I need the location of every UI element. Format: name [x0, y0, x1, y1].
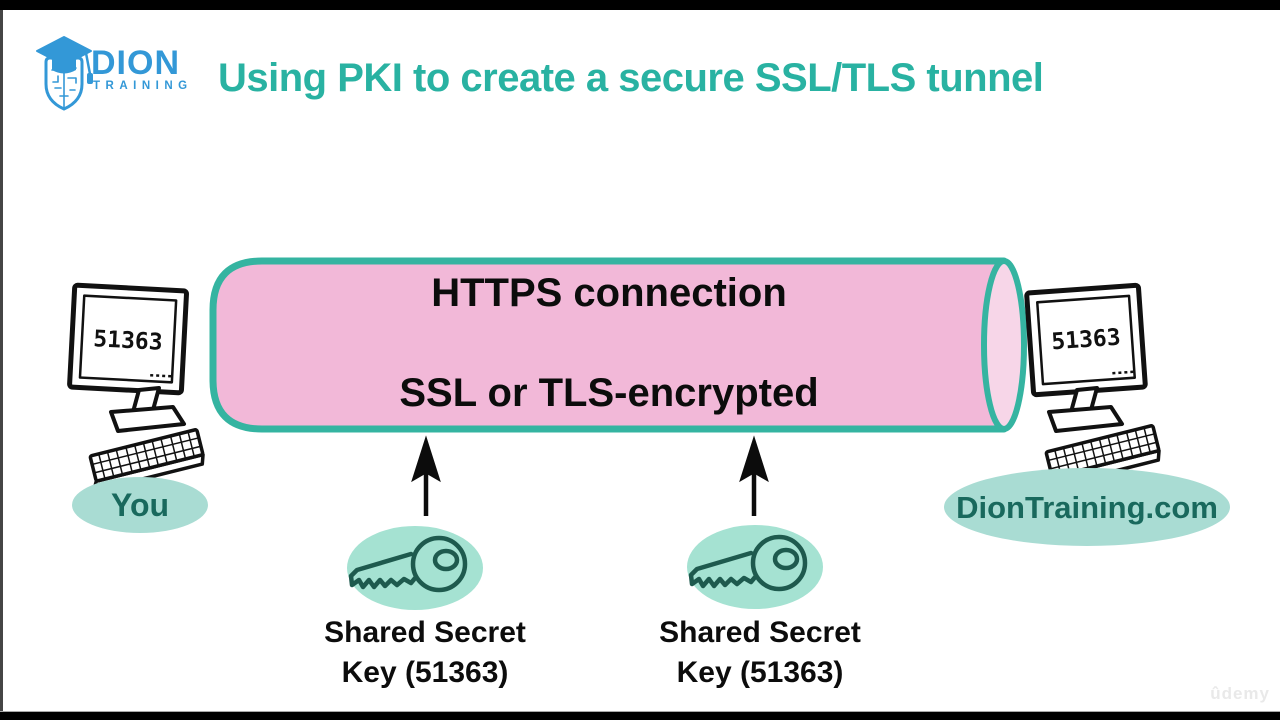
server-computer-icon [1024, 282, 1161, 489]
client-label-ellipse [72, 477, 208, 533]
brand-name: DION [91, 44, 180, 82]
right-up-arrow-icon [739, 435, 769, 516]
client-monitor-icon [67, 282, 189, 396]
page-title: Using PKI to create a secure SSL/TLS tun… [218, 56, 1044, 100]
tunnel-label-https: HTTPS connection [431, 271, 787, 315]
server-label-ellipse [944, 468, 1230, 546]
left-edge-strip [0, 0, 3, 720]
left-key-caption-line1: Shared Secret [324, 616, 526, 649]
tunnel-label-ssl: SSL or TLS-encrypted [399, 371, 819, 415]
graduation-cap-icon [36, 36, 93, 84]
udemy-watermark: ûdemy [1210, 684, 1270, 703]
left-key-caption-line2: Key (51363) [341, 656, 509, 689]
client-computer-icon [67, 282, 205, 493]
tunnel-end-cap [981, 258, 1027, 432]
tunnel-body [209, 257, 1008, 433]
client-label: You [110, 487, 170, 523]
top-letterbox-bar [0, 0, 1280, 10]
bottom-letterbox-bar [0, 711, 1280, 720]
server-label: DionTraining.com [956, 490, 1218, 525]
left-key-caption: Shared Secret Key (51363) [295, 613, 555, 693]
right-key-caption-line2: Key (51363) [676, 656, 844, 689]
left-up-arrow-icon [411, 435, 441, 516]
right-key-caption-line1: Shared Secret [659, 616, 861, 649]
left-key-icon [347, 526, 483, 610]
brand-tagline: TRAINING [93, 80, 193, 92]
brand-logo [36, 36, 93, 111]
client-monitor-base [109, 405, 186, 433]
server-monitor-base [1047, 405, 1124, 433]
client-screen-value: 51363 [92, 326, 164, 356]
right-key-icon [687, 525, 823, 609]
ssl-tunnel [209, 257, 1027, 433]
right-key-caption: Shared Secret Key (51363) [630, 613, 890, 693]
